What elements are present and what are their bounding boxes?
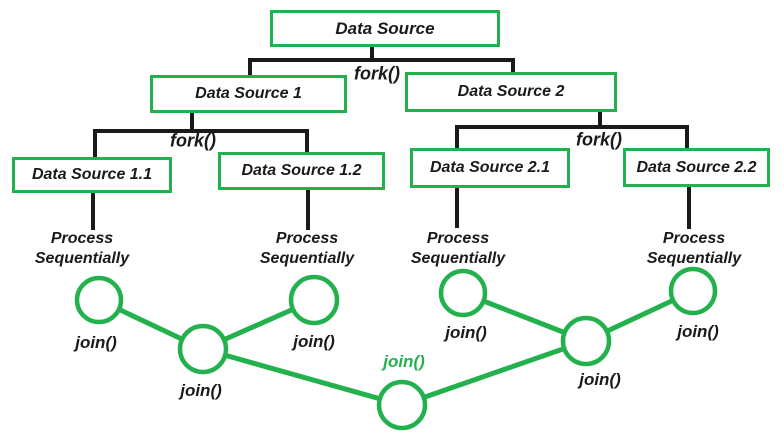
join-label-ds22: join() <box>677 322 719 341</box>
fork-connector-ds1 <box>93 110 309 160</box>
process-label-ds21: Process Sequentially <box>410 230 506 267</box>
join-node-left <box>177 323 229 375</box>
fork-label-ds2: fork() <box>576 129 622 150</box>
fork-connector-root <box>248 45 515 78</box>
join-node-right <box>560 315 612 367</box>
join-node-final <box>376 379 428 431</box>
join-label-right: join() <box>579 370 621 389</box>
thread-node-ds12 <box>288 274 340 326</box>
join-edge-right-final <box>399 338 589 408</box>
thread-node-ds22 <box>668 266 718 316</box>
node-box-data-source-1-1: Data Source 1.1 <box>12 157 172 193</box>
fork-label-root: fork() <box>354 63 400 84</box>
thread-node-ds21 <box>438 268 488 318</box>
join-label-left: join() <box>180 381 222 400</box>
fork-label-ds1: fork() <box>170 130 216 151</box>
join-label-ds21: join() <box>445 323 487 342</box>
node-box-data-source-1: Data Source 1 <box>150 75 347 113</box>
process-label-ds11: Process Sequentially <box>34 230 130 267</box>
node-box-data-source-2-1: Data Source 2.1 <box>410 148 570 188</box>
process-label-ds12: Process Sequentially <box>259 230 355 267</box>
join-label-ds11: join() <box>75 333 117 352</box>
process-drop-lines <box>91 184 691 230</box>
node-box-data-source-2-2: Data Source 2.2 <box>623 148 770 187</box>
thread-node-ds11 <box>74 275 124 325</box>
node-box-data-source-1-2: Data Source 1.2 <box>218 152 385 190</box>
fork-connector-ds2 <box>455 109 689 151</box>
join-edge-left-final <box>200 346 405 408</box>
node-box-data-source: Data Source <box>270 10 500 47</box>
final-join-label: join() <box>383 352 425 371</box>
join-label-ds12: join() <box>293 332 335 351</box>
node-box-data-source-2: Data Source 2 <box>405 72 617 112</box>
process-label-ds22: Process Sequentially <box>646 230 742 267</box>
